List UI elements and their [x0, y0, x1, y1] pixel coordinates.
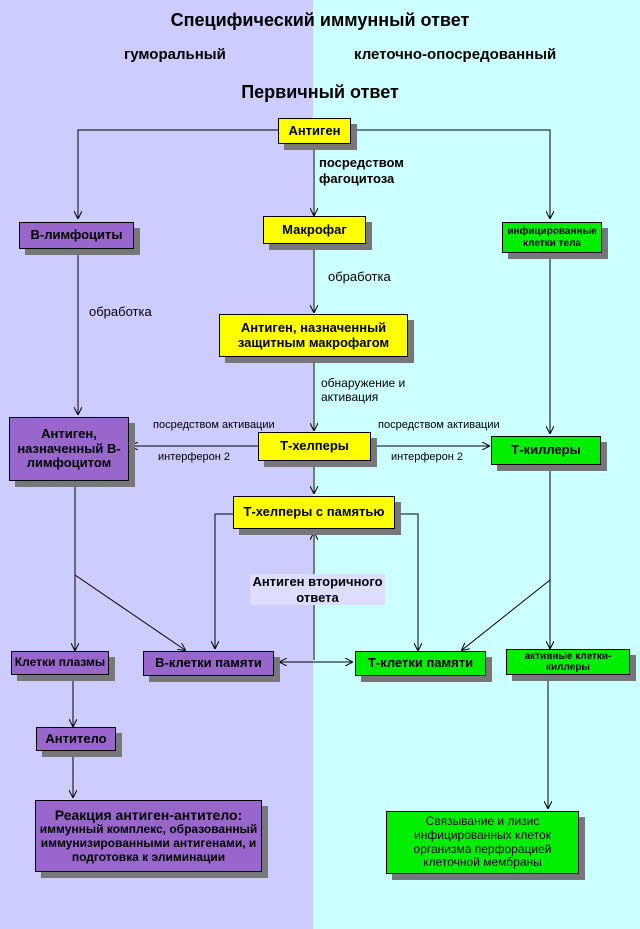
arrow-antigen-infected [350, 129, 550, 218]
arrow-tkillers-tmem [462, 579, 551, 650]
antigen-box: Антиген [278, 118, 351, 144]
processing-label-left: обработка [89, 304, 152, 319]
infected-cells-box: инфицированные клетки тела [502, 222, 602, 253]
page-title: Специфический иммунный ответ [170, 10, 470, 30]
activation-label-left: посредством активации [153, 419, 275, 431]
t-killers-box: Т-киллеры [491, 436, 601, 465]
secondary-antigen-label: Антиген вторичного ответа [250, 574, 385, 606]
arrow-antigen-bcells [78, 129, 278, 218]
reaction-body: иммунный комплекс, образованный иммунизи… [39, 822, 258, 864]
interferon-label-right: интерферон 2 [391, 451, 464, 463]
activation-label-right: посредством активации [378, 419, 500, 431]
primary-response-heading: Первичный ответ [241, 82, 399, 102]
b-lymphocytes-box: В-лимфоциты [19, 222, 134, 249]
active-killers-box: активные клетки-киллеры [506, 649, 630, 675]
interferon-label-left: интерферон 2 [158, 451, 231, 463]
antigen-macrophage-box: Антиген, назначенный защитным макрофагом [219, 314, 408, 357]
arrow-antigenb-bmem [74, 574, 185, 650]
plasma-cells-box: Клетки плазмы [11, 651, 109, 675]
macrophage-box: Макрофаг [263, 216, 366, 244]
humoral-heading: гуморальный [124, 46, 226, 63]
arrow-thmem-tmem [395, 513, 418, 650]
phagocytosis-label: посредством фагоцитоза [319, 155, 404, 186]
reaction-title: Реакция антиген-антитело: [54, 807, 243, 824]
t-helpers-memory-box: Т-хелперы с памятью [233, 496, 395, 529]
t-helpers-box: Т-хелперы [258, 432, 371, 461]
lysis-box: Связывание и лизис инфицированных клеток… [386, 811, 579, 874]
arrow-thmem-bmem [215, 513, 233, 648]
processing-label-right: обработка [328, 269, 391, 284]
detection-activation-label: обнаружение и активация [321, 376, 406, 405]
antigen-blymph-box: Антиген, назначенный В-лимфоцитом [9, 417, 129, 481]
antibody-box: Антитело [36, 727, 116, 751]
b-memory-box: В-клетки памяти [143, 651, 274, 676]
antigen-antibody-reaction-box: Реакция антиген-антитело: иммунный компл… [35, 800, 262, 872]
cellular-heading: клеточно-опосредованный [354, 46, 557, 63]
t-memory-box: Т-клетки памяти [355, 651, 486, 676]
